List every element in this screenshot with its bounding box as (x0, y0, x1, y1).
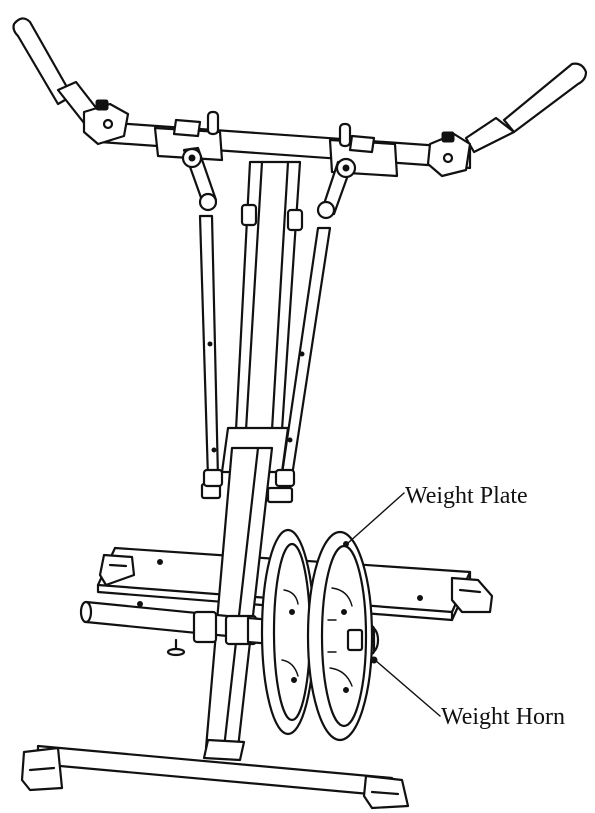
weight-plate-front (306, 530, 374, 742)
weight-plate-leader-line (347, 492, 405, 544)
slide-carriage (200, 426, 294, 762)
weight-plate-rear (260, 528, 316, 736)
right-link-arm (274, 157, 357, 488)
front-foot-bar (20, 744, 410, 810)
left-link-arm (181, 146, 224, 488)
rear-right-foot (450, 576, 494, 614)
rear-left-foot (98, 553, 136, 587)
left-clamp (82, 99, 130, 146)
main-column (234, 160, 304, 432)
right-clamp (426, 131, 472, 178)
weight-plate-callout: Weight Plate (405, 483, 528, 509)
weight-horn-callout: Weight Horn (441, 704, 566, 730)
weight-horn-leader-line (374, 659, 441, 717)
right-grip (464, 62, 588, 154)
